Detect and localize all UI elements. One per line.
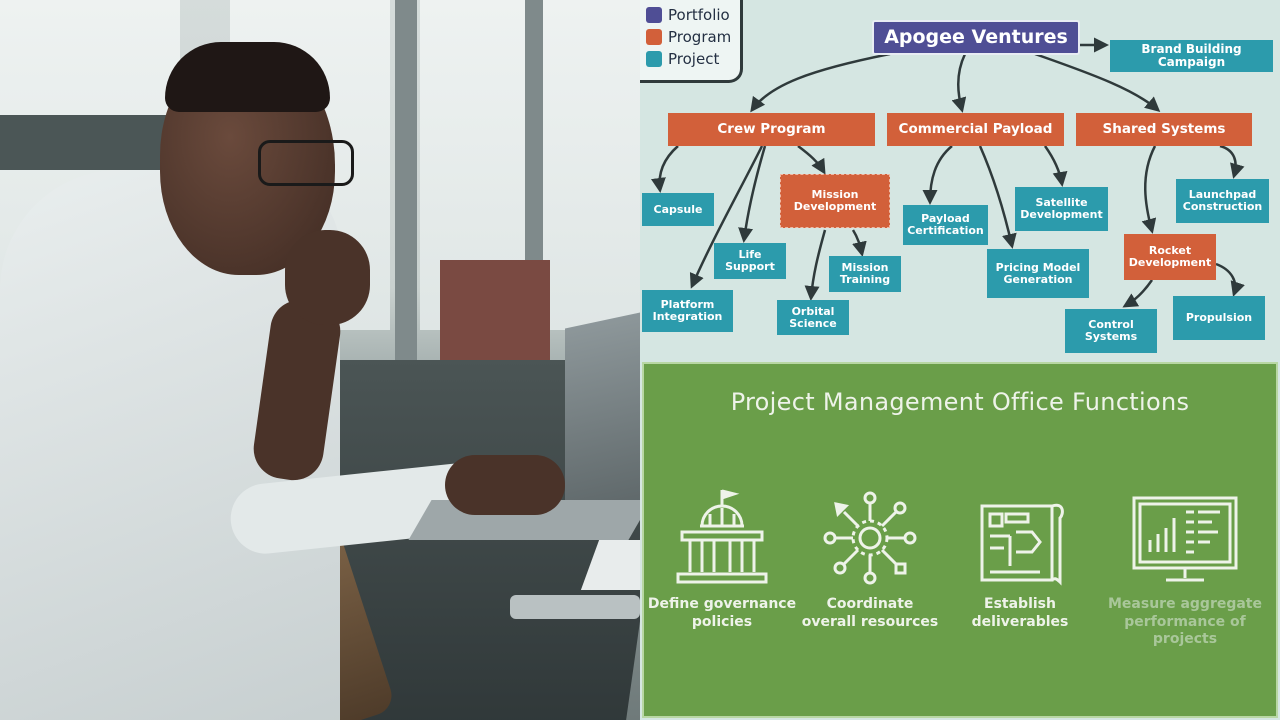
shelf: [0, 115, 175, 170]
arrow-to-crew: [750, 52, 891, 113]
arrow-to-pricing: [978, 145, 1017, 249]
connector-arrows: [650, 37, 1245, 308]
legend-swatch: [646, 7, 662, 23]
node-shared-systems: Shared Systems: [1076, 113, 1252, 146]
arrow-to-satellite: [1043, 145, 1068, 187]
node-apogee-ventures: Apogee Ventures: [872, 20, 1080, 55]
node-mission-training: Mission Training: [829, 256, 901, 292]
pmo-title: Project Management Office Functions: [730, 388, 1190, 416]
glasses: [258, 140, 354, 186]
diagram-panel: Portfolio Program Project Apogee Venture…: [640, 0, 1280, 720]
node-life-support: Life Support: [714, 243, 786, 279]
arrow-to-control: [1122, 279, 1154, 308]
blueprint-icon: [980, 503, 1064, 586]
pillar: [395, 0, 417, 380]
arrow-to-payload-cert: [922, 145, 953, 205]
node-launchpad-construction: Launchpad Construction: [1176, 179, 1269, 223]
arrow-to-orbital: [804, 229, 827, 301]
function-label: Establish deliverables: [971, 596, 1069, 630]
capitol-building-icon: [676, 489, 768, 584]
laptop-screen: [565, 311, 640, 529]
node-brand-building-campaign: Brand Building Campaign: [1110, 40, 1273, 72]
arrow-to-launchpad: [1219, 144, 1245, 179]
legend: Portfolio Program Project: [640, 0, 743, 83]
legend-item-portfolio: Portfolio: [646, 4, 740, 26]
node-commercial-payload: Commercial Payload: [887, 113, 1064, 146]
node-mission-development: Mission Development: [780, 174, 890, 228]
node-control-systems: Control Systems: [1065, 309, 1157, 353]
node-pricing-model-generation: Pricing Model Generation: [987, 249, 1089, 298]
arrow-to-capsule: [650, 145, 679, 193]
legend-label: Portfolio: [668, 6, 730, 24]
function-label: Measure aggregate performance of project…: [1108, 596, 1262, 647]
typing-hand: [445, 455, 565, 515]
function-governance: Define governance policies: [647, 488, 797, 631]
phone: [510, 595, 640, 619]
function-resources: Coordinate overall resources: [795, 488, 945, 631]
node-payload-certification: Payload Certification: [903, 205, 988, 245]
legend-item-program: Program: [646, 26, 740, 48]
arrow-to-platform: [689, 145, 764, 289]
node-crew-program: Crew Program: [668, 113, 875, 146]
legend-swatch: [646, 29, 662, 45]
arrow-to-rocket: [1141, 145, 1157, 234]
function-performance: Measure aggregate performance of project…: [1105, 488, 1265, 649]
pmo-functions-panel: Project Management Office Functions: [642, 362, 1278, 718]
function-deliverables: Establish deliverables: [945, 488, 1095, 631]
node-propulsion: Propulsion: [1173, 296, 1265, 340]
person-hair: [165, 42, 330, 112]
arrow-to-propulsion: [1215, 262, 1245, 297]
node-orbital-science: Orbital Science: [777, 300, 849, 335]
arrow-to-mission-dev: [797, 145, 826, 175]
arrow-to-shared: [1034, 52, 1161, 112]
monitor-chart-icon: [1132, 496, 1238, 582]
legend-swatch: [646, 51, 662, 67]
person-hand: [285, 230, 370, 325]
node-capsule: Capsule: [642, 193, 714, 226]
network-hub-icon: [823, 491, 917, 585]
legend-label: Project: [668, 50, 720, 68]
legend-item-project: Project: [646, 48, 740, 70]
node-satellite-development: Satellite Development: [1015, 187, 1108, 231]
node-platform-integration: Platform Integration: [642, 290, 733, 332]
cabinet: [440, 260, 550, 370]
function-label: Define governance policies: [647, 596, 797, 630]
arrow-to-mission-training: [851, 229, 867, 257]
function-label: Coordinate overall resources: [801, 596, 939, 630]
legend-label: Program: [668, 28, 732, 46]
arrow-to-life-support: [738, 145, 767, 243]
node-rocket-development: Rocket Development: [1124, 234, 1216, 280]
arrow-to-payload: [951, 53, 967, 113]
office-photo: [0, 0, 640, 720]
